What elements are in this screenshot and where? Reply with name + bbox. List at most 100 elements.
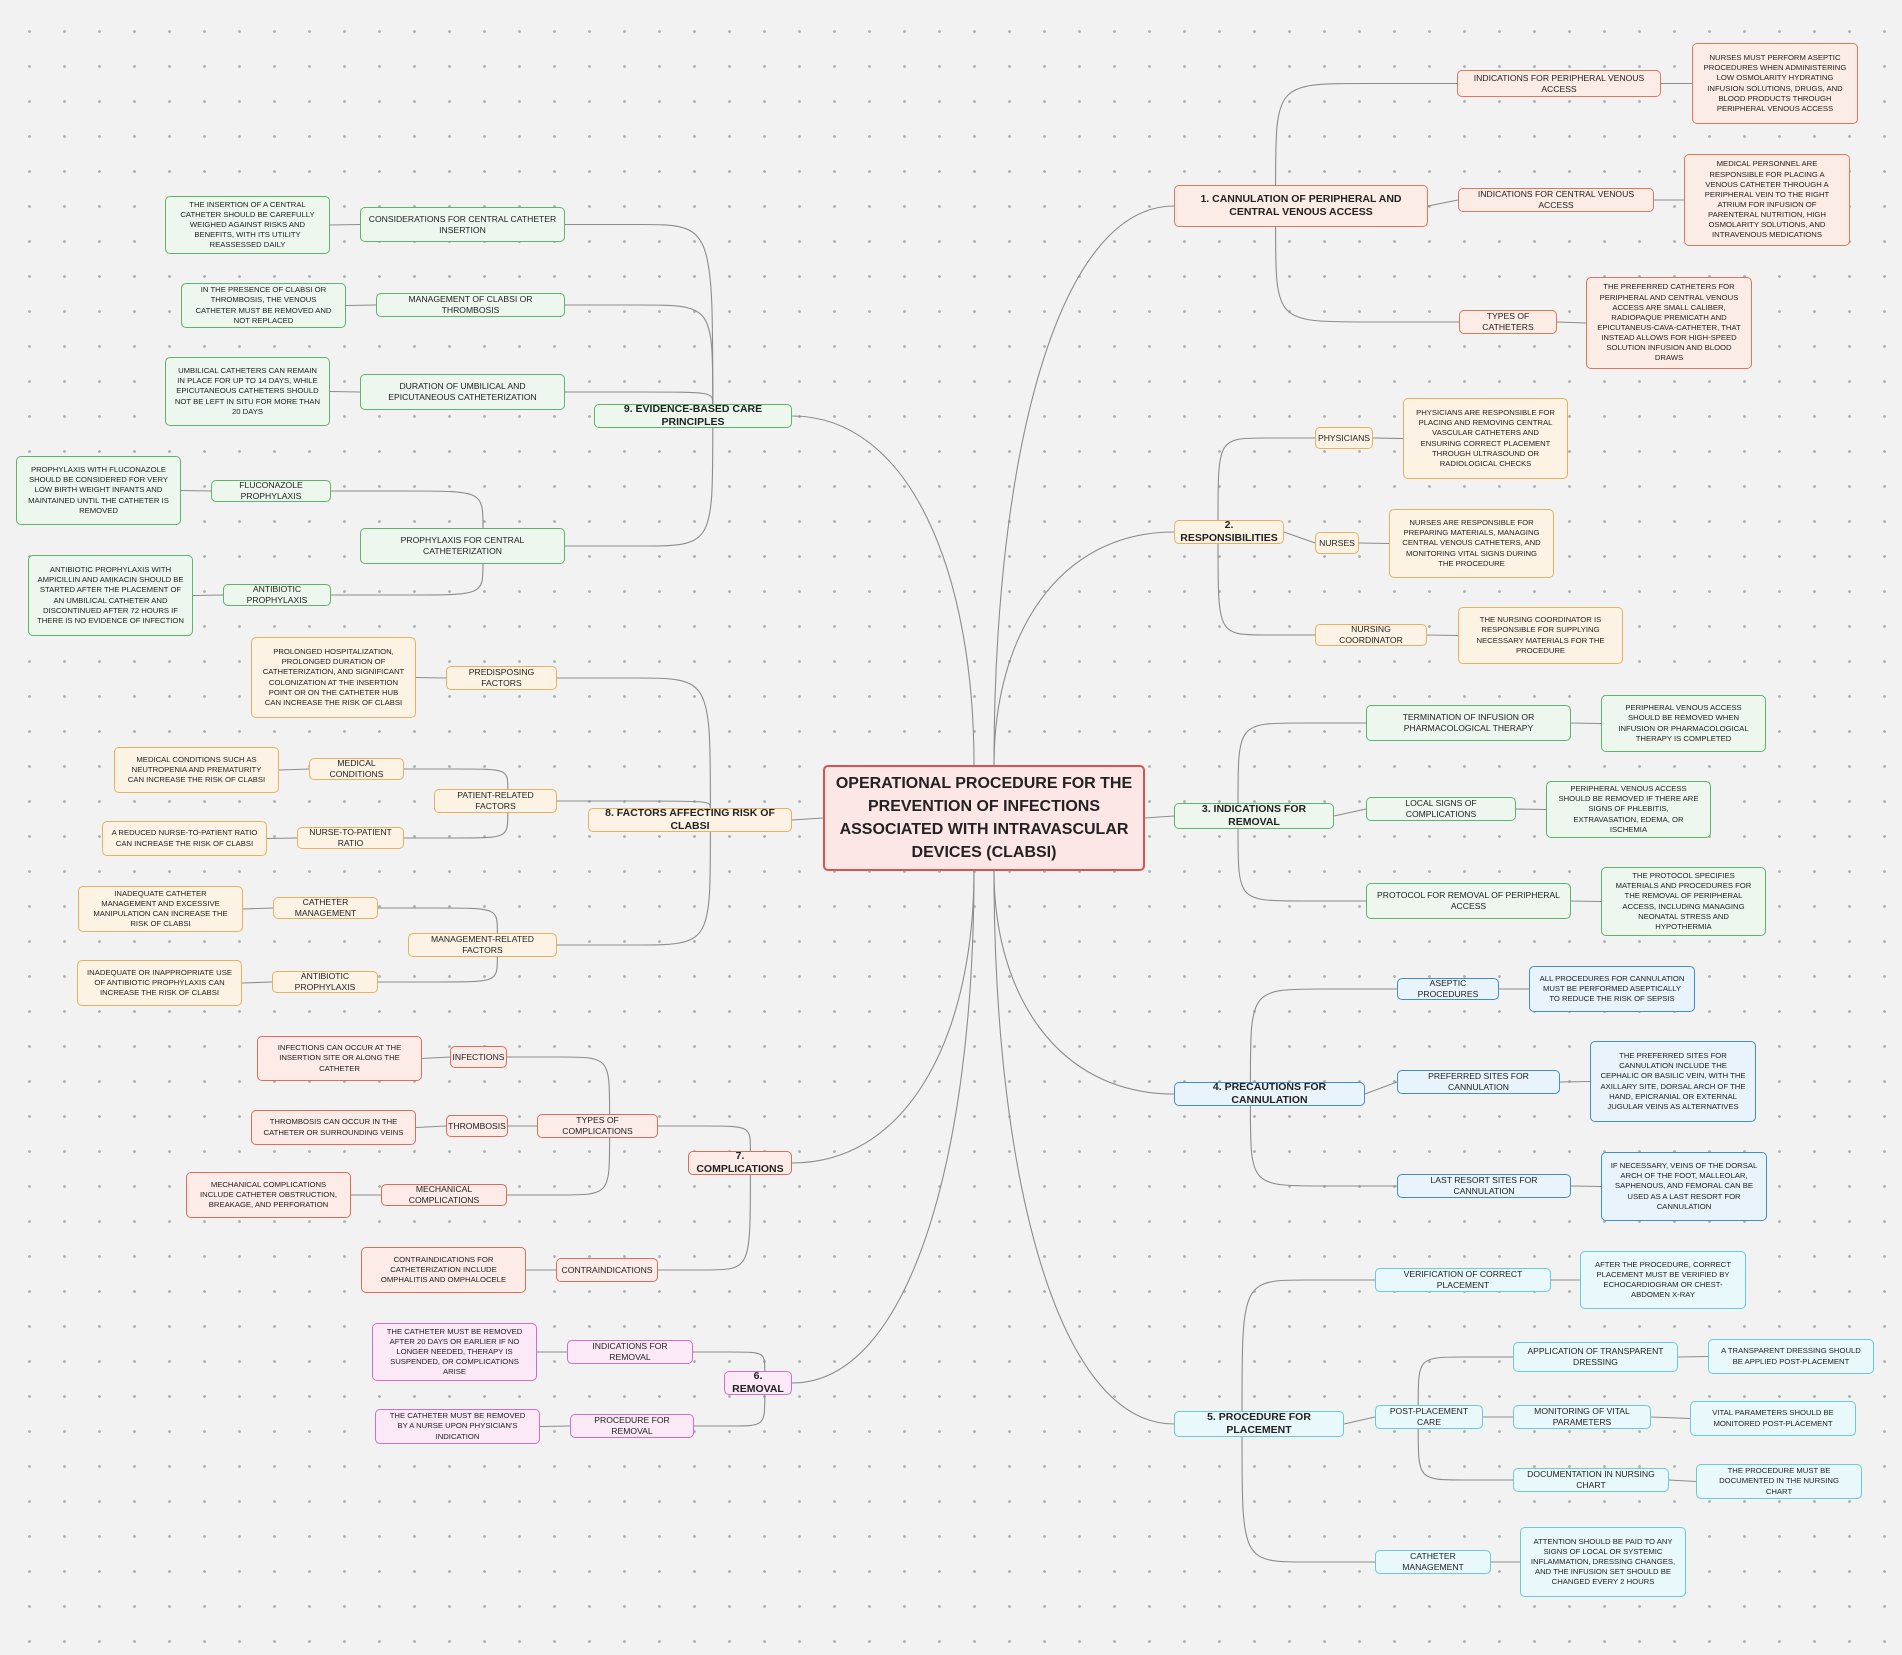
connector-line-18 — [1217, 543, 1315, 636]
connector-line-69 — [241, 981, 273, 984]
connector-line-76 — [329, 223, 361, 226]
b2-coordinator-text[interactable]: THE NURSING COORDINATOR IS RESPONSIBLE F… — [1458, 607, 1623, 664]
b5-verification-label[interactable]: VERIFICATION OF CORRECT PLACEMENT — [1375, 1268, 1551, 1292]
branch-1-cannulation[interactable]: 1. CANNULATION OF PERIPHERAL AND CENTRAL… — [1174, 185, 1428, 227]
b2-nurses-label[interactable]: NURSES — [1315, 532, 1359, 554]
b1-types-text[interactable]: THE PREFERRED CATHETERS FOR PERIPHERAL A… — [1586, 277, 1752, 369]
b9-duration-text[interactable]: UMBILICAL CATHETERS CAN REMAIN IN PLACE … — [165, 357, 330, 426]
connector-line-6 — [791, 870, 975, 1384]
b5-documentation-text[interactable]: THE PROCEDURE MUST BE DOCUMENTED IN THE … — [1696, 1464, 1862, 1499]
b7-thrombosis-text[interactable]: THROMBOSIS CAN OCCUR IN THE CATHETER OR … — [251, 1110, 416, 1145]
connector-line-11 — [1427, 199, 1459, 207]
b5-dressing-label[interactable]: APPLICATION OF TRANSPARENT DRESSING — [1513, 1342, 1678, 1372]
connector-line-61 — [404, 768, 509, 790]
b5-post-placement-label[interactable]: POST-PLACEMENT CARE — [1375, 1405, 1483, 1429]
connector-line-21 — [1426, 634, 1459, 637]
b7-mechanical-label[interactable]: MECHANICAL COMPLICATIONS — [381, 1184, 507, 1206]
b9-antibiotic-label[interactable]: ANTIBIOTIC PROPHYLAXIS — [223, 584, 331, 606]
connector-line-5 — [993, 870, 1175, 1425]
b3-local-text[interactable]: PERIPHERAL VENOUS ACCESS SHOULD BE REMOV… — [1546, 781, 1711, 838]
b5-verification-text[interactable]: AFTER THE PROCEDURE, CORRECT PLACEMENT M… — [1580, 1251, 1746, 1309]
b8-management-label[interactable]: MANAGEMENT-RELATED FACTORS — [408, 933, 557, 957]
b6-indications-text[interactable]: THE CATHETER MUST BE REMOVED AFTER 20 DA… — [372, 1323, 537, 1381]
b9-management-text[interactable]: IN THE PRESENCE OF CLABSI OR THROMBOSIS,… — [181, 283, 346, 328]
connector-line-28 — [1249, 988, 1397, 1083]
branch-4-precautions[interactable]: 4. PRECAUTIONS FOR CANNULATION — [1174, 1081, 1365, 1106]
b8-ratio-label[interactable]: NURSE-TO-PATIENT RATIO — [297, 827, 404, 849]
connector-line-9 — [791, 415, 975, 766]
b9-management-label[interactable]: MANAGEMENT OF CLABSI OR THROMBOSIS — [376, 293, 565, 317]
b5-catheter-text[interactable]: ATTENTION SHOULD BE PAID TO ANY SIGNS OF… — [1520, 1527, 1686, 1597]
connector-line-75 — [331, 563, 484, 596]
connector-line-33 — [1570, 1185, 1602, 1188]
b2-physicians-label[interactable]: PHYSICIANS — [1315, 427, 1373, 449]
b1-peripheral-label[interactable]: INDICATIONS FOR PERIPHERAL VENOUS ACCESS — [1457, 70, 1661, 97]
b6-indications-label[interactable]: INDICATIONS FOR REMOVAL — [567, 1340, 693, 1364]
b3-termination-label[interactable]: TERMINATION OF INFUSION OR PHARMACOLOGIC… — [1366, 705, 1571, 741]
connector-line-73 — [565, 427, 714, 547]
b4-preferred-label[interactable]: PREFERRED SITES FOR CANNULATION — [1397, 1070, 1560, 1094]
b8-antibiotic-text[interactable]: INADEQUATE OR INAPPROPRIATE USE OF ANTIB… — [77, 960, 242, 1006]
b6-procedure-label[interactable]: PROCEDURE FOR REMOVAL — [570, 1414, 694, 1438]
b2-physicians-text[interactable]: PHYSICIANS ARE RESPONSIBLE FOR PLACING A… — [1403, 398, 1568, 479]
b9-considerations-text[interactable]: THE INSERTION OF A CENTRAL CATHETER SHOU… — [165, 196, 330, 254]
b3-termination-text[interactable]: PERIPHERAL VENOUS ACCESS SHOULD BE REMOV… — [1601, 695, 1766, 752]
b2-coordinator-label[interactable]: NURSING COORDINATOR — [1315, 624, 1427, 646]
root-topic[interactable]: OPERATIONAL PROCEDURE FOR THE PREVENTION… — [823, 765, 1145, 871]
b4-preferred-text[interactable]: THE PREFERRED SITES FOR CANNULATION INCL… — [1590, 1041, 1756, 1122]
b4-aseptic-label[interactable]: ASEPTIC PROCEDURES — [1397, 978, 1499, 1000]
b1-types-label[interactable]: TYPES OF CATHETERS — [1459, 310, 1557, 334]
b9-fluconazole-label[interactable]: FLUCONAZOLE PROPHYLAXIS — [211, 480, 331, 502]
branch-6-removal[interactable]: 6. REMOVAL — [724, 1370, 792, 1395]
b6-procedure-text[interactable]: THE CATHETER MUST BE REMOVED BY A NURSE … — [375, 1409, 540, 1444]
b8-patient-label[interactable]: PATIENT-RELATED FACTORS — [434, 789, 557, 813]
b9-duration-label[interactable]: DURATION OF UMBILICAL AND EPICUTANEOUS C… — [360, 374, 565, 410]
connector-line-39 — [1417, 1428, 1513, 1481]
branch-7-complications[interactable]: 7. COMPLICATIONS — [688, 1150, 792, 1175]
b5-documentation-label[interactable]: DOCUMENTATION IN NURSING CHART — [1513, 1468, 1669, 1492]
b8-medical-text[interactable]: MEDICAL CONDITIONS SUCH AS NEUTROPENIA A… — [114, 747, 279, 793]
b9-antibiotic-text[interactable]: ANTIBIOTIC PROPHYLAXIS WITH AMPICILLIN A… — [28, 555, 193, 636]
connector-line-65 — [415, 676, 447, 679]
b5-catheter-label[interactable]: CATHETER MANAGEMENT — [1375, 1550, 1491, 1574]
b8-predisposing-label[interactable]: PREDISPOSING FACTORS — [446, 666, 557, 690]
b3-protocol-label[interactable]: PROTOCOL FOR REMOVAL OF PERIPHERAL ACCES… — [1366, 883, 1571, 919]
branch-3-indications-removal[interactable]: 3. INDICATIONS FOR REMOVAL — [1174, 803, 1334, 829]
b5-vital-label[interactable]: MONITORING OF VITAL PARAMETERS — [1513, 1405, 1651, 1429]
b1-peripheral-text[interactable]: NURSES MUST PERFORM ASEPTIC PROCEDURES W… — [1692, 43, 1858, 124]
connector-line-3 — [1144, 815, 1175, 819]
b7-infections-text[interactable]: INFECTIONS CAN OCCUR AT THE INSERTION SI… — [257, 1036, 422, 1081]
b4-aseptic-text[interactable]: ALL PROCEDURES FOR CANNULATION MUST BE P… — [1529, 966, 1695, 1012]
b7-thrombosis-label[interactable]: THROMBOSIS — [446, 1115, 508, 1137]
b4-last-text[interactable]: IF NECESSARY, VEINS OF THE DORSAL ARCH O… — [1601, 1152, 1767, 1221]
b8-catheter-text[interactable]: INADEQUATE CATHETER MANAGEMENT AND EXCES… — [78, 886, 243, 932]
b7-infections-label[interactable]: INFECTIONS — [450, 1046, 507, 1068]
b7-contra-text[interactable]: CONTRAINDICATIONS FOR CATHETERIZATION IN… — [361, 1247, 526, 1293]
b3-local-label[interactable]: LOCAL SIGNS OF COMPLICATIONS — [1366, 797, 1516, 821]
branch-9-evidence-based[interactable]: 9. EVIDENCE-BASED CARE PRINCIPLES — [594, 403, 792, 428]
b4-last-label[interactable]: LAST RESORT SITES FOR CANNULATION — [1397, 1174, 1571, 1198]
connector-line-7 — [791, 870, 975, 1164]
connector-line-42 — [1650, 1416, 1691, 1420]
b3-protocol-text[interactable]: THE PROTOCOL SPECIFIES MATERIALS AND PRO… — [1601, 867, 1766, 936]
b5-vital-text[interactable]: VITAL PARAMETERS SHOULD BE MONITORED POS… — [1690, 1401, 1856, 1436]
b1-central-label[interactable]: INDICATIONS FOR CENTRAL VENOUS ACCESS — [1458, 188, 1654, 212]
branch-5-placement[interactable]: 5. PROCEDURE FOR PLACEMENT — [1174, 1411, 1344, 1437]
b9-considerations-label[interactable]: CONSIDERATIONS FOR CENTRAL CATHETER INSE… — [360, 207, 565, 242]
b7-mechanical-text[interactable]: MECHANICAL COMPLICATIONS INCLUDE CATHETE… — [186, 1172, 351, 1218]
b9-fluconazole-text[interactable]: PROPHYLAXIS WITH FLUCONAZOLE SHOULD BE C… — [16, 456, 181, 525]
b8-predisposing-text[interactable]: PROLONGED HOSPITALIZATION, PROLONGED DUR… — [251, 637, 416, 718]
b8-catheter-label[interactable]: CATHETER MANAGEMENT — [273, 897, 378, 919]
b8-ratio-text[interactable]: A REDUCED NURSE-TO-PATIENT RATIO CAN INC… — [102, 821, 267, 856]
b8-medical-label[interactable]: MEDICAL CONDITIONS — [309, 758, 404, 780]
b2-nurses-text[interactable]: NURSES ARE RESPONSIBLE FOR PREPARING MAT… — [1389, 509, 1554, 578]
b7-types-label[interactable]: TYPES OF COMPLICATIONS — [537, 1114, 658, 1138]
branch-8-risk-factors[interactable]: 8. FACTORS AFFECTING RISK OF CLABSI — [588, 807, 792, 832]
b8-antibiotic-label[interactable]: ANTIBIOTIC PROPHYLAXIS — [272, 971, 378, 993]
b5-dressing-text[interactable]: A TRANSPARENT DRESSING SHOULD BE APPLIED… — [1708, 1339, 1874, 1374]
branch-2-responsibilities[interactable]: 2. RESPONSIBILITIES — [1174, 519, 1284, 544]
b7-contra-label[interactable]: CONTRAINDICATIONS — [556, 1258, 658, 1282]
b1-central-text[interactable]: MEDICAL PERSONNEL ARE RESPONSIBLE FOR PL… — [1684, 154, 1850, 246]
b9-prophylaxis-label[interactable]: PROPHYLAXIS FOR CENTRAL CATHETERIZATION — [360, 528, 565, 564]
